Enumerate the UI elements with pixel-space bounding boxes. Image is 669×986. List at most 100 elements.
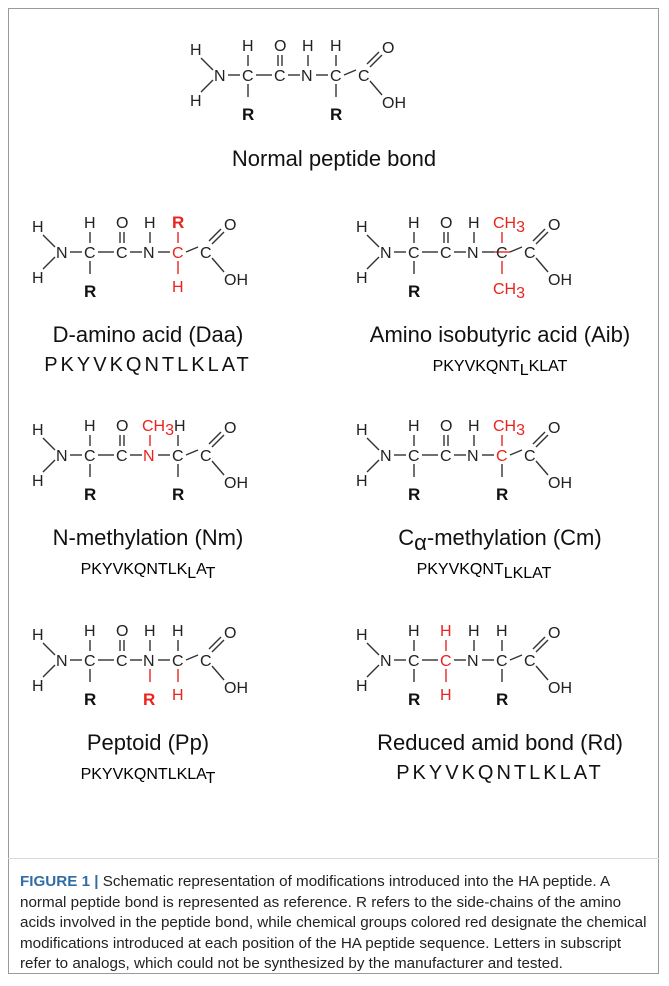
atom-h: H	[174, 418, 186, 435]
atom-oh: OH	[548, 475, 572, 492]
side-chain-r: R	[496, 485, 508, 504]
atom-c-modified: C	[440, 653, 452, 670]
side-chain-r: R	[172, 485, 184, 504]
atom-o: O	[440, 418, 452, 435]
atom-oh: OH	[382, 95, 406, 112]
atom-c: C	[84, 245, 96, 262]
methyl-group-top: CH3	[493, 215, 525, 236]
atom-h: H	[356, 473, 368, 490]
panel-title-aib: Amino isobutyric acid (Aib)	[370, 322, 630, 347]
atom-c: C	[440, 245, 452, 262]
atom-h: H	[302, 38, 314, 55]
atom-h: H	[84, 215, 96, 232]
atom-h: H	[32, 270, 44, 287]
atom-n: N	[301, 68, 313, 85]
atom-c: C	[84, 448, 96, 465]
atom-h: H	[356, 627, 368, 644]
side-chain-r: R	[408, 282, 420, 301]
atom-n: N	[467, 653, 479, 670]
atom-h: H	[32, 473, 44, 490]
atom-c: C	[524, 245, 536, 262]
sequence-cm: PKYVKQNTLKLAT	[417, 561, 552, 582]
atom-c: C	[116, 448, 128, 465]
panel-title-cm: Cα-methylation (Cm)	[398, 525, 601, 555]
side-chain-r: R	[330, 105, 342, 124]
atom-o: O	[274, 38, 286, 55]
atom-o: O	[548, 420, 560, 437]
atom-c: C	[524, 653, 536, 670]
structure-normal: H H N C H C O N H C H C O OH R R	[190, 38, 406, 124]
atom-o: O	[548, 217, 560, 234]
atom-h: H	[356, 270, 368, 287]
panel-title-pp: Peptoid (Pp)	[87, 730, 209, 755]
atom-c: C	[358, 68, 370, 85]
atom-c: C	[200, 245, 212, 262]
atom-n: N	[56, 448, 68, 465]
structure-nm: H H N C H C O N CH3 C H C O OH R R	[32, 418, 248, 504]
figure-caption: FIGURE 1 | Schematic representation of m…	[20, 872, 648, 975]
atom-n: N	[380, 448, 392, 465]
atom-oh: OH	[548, 680, 572, 697]
atom-h: H	[144, 215, 156, 232]
atom-n: N	[143, 653, 155, 670]
atom-c: C	[408, 448, 420, 465]
atom-c: C	[524, 448, 536, 465]
structure-pp: H H N C H C O N H C H H C O OH R R	[32, 623, 248, 709]
atom-o: O	[548, 625, 560, 642]
atom-h: H	[172, 623, 184, 640]
atom-c: C	[172, 245, 184, 262]
structure-aib: H H N C H C O N H C CH3 CH3 C O OH R	[356, 215, 572, 302]
sequence-aib: PKYVKQNTLKLAT	[433, 358, 568, 379]
atom-h: H	[356, 219, 368, 236]
atom-c: C	[242, 68, 254, 85]
atom-c-modified: C	[496, 448, 508, 465]
panel-title-daa: D-amino acid (Daa)	[53, 322, 244, 347]
atom-h-modified: H	[172, 687, 184, 704]
panel-title-normal: Normal peptide bond	[232, 146, 436, 171]
atom-o: O	[224, 217, 236, 234]
atom-h: H	[242, 38, 254, 55]
methyl-group: CH3	[493, 418, 525, 439]
atom-o: O	[116, 623, 128, 640]
atom-h: H	[32, 627, 44, 644]
side-chain-r: R	[84, 282, 96, 301]
atom-h: H	[190, 42, 202, 59]
atom-c: C	[200, 448, 212, 465]
atom-n: N	[56, 653, 68, 670]
sequence-rd: PKYVKQNTLKLAT	[396, 762, 604, 784]
atom-n: N	[56, 245, 68, 262]
atom-n: N	[214, 68, 226, 85]
atom-n: N	[467, 245, 479, 262]
atom-o: O	[116, 418, 128, 435]
atom-c: C	[116, 653, 128, 670]
atom-h: H	[330, 38, 342, 55]
atom-h: H	[84, 623, 96, 640]
atom-h: H	[356, 422, 368, 439]
atom-h: H	[468, 418, 480, 435]
atom-h: H	[408, 418, 420, 435]
atom-o: O	[116, 215, 128, 232]
atom-h: H	[32, 678, 44, 695]
structure-daa: H H N C H C O N H C R H C O OH R	[32, 213, 248, 301]
sequence-nm: PKYVKQNTLKLAT	[81, 561, 216, 582]
atom-o: O	[224, 420, 236, 437]
atom-c: C	[408, 653, 420, 670]
caption-label: FIGURE 1 |	[20, 873, 99, 890]
side-chain-r: R	[242, 105, 254, 124]
panel-title-nm: N-methylation (Nm)	[53, 525, 244, 550]
side-chain-r-modified: R	[172, 213, 184, 232]
caption-divider	[8, 858, 659, 859]
atom-c: C	[172, 448, 184, 465]
atom-c: C	[330, 68, 342, 85]
side-chain-r: R	[84, 690, 96, 709]
atom-h: H	[32, 219, 44, 236]
atom-o: O	[224, 625, 236, 642]
methyl-group: CH3	[142, 418, 174, 439]
side-chain-r: R	[408, 485, 420, 504]
atom-n: N	[467, 448, 479, 465]
atom-h: H	[32, 422, 44, 439]
atom-h: H	[408, 215, 420, 232]
atom-c: C	[84, 653, 96, 670]
figure-frame	[8, 8, 659, 974]
atom-n: N	[380, 653, 392, 670]
